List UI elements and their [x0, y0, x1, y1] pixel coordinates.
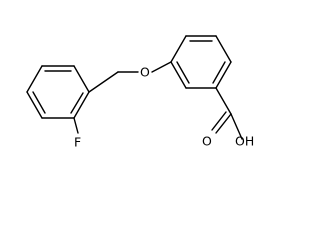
carboxylic-acid-group — [211, 87, 243, 140]
bond-right-ring-6 — [170, 61, 187, 89]
double-bond-left-ring-left — [32, 91, 46, 114]
atom-label-fluorine: F — [74, 135, 81, 150]
fluorophenyl-ring — [26, 65, 90, 119]
atom-label-carbonyl-oxygen: O — [202, 134, 212, 149]
double-bond-left-ring-right — [70, 92, 84, 114]
benzoic-ring — [170, 35, 232, 89]
bond-oxygen-to-ring — [151, 61, 172, 73]
bond-ring-to-ch2 — [88, 71, 119, 93]
bond-carbonyl-inner — [211, 111, 227, 131]
double-bond-right-ring-left — [176, 61, 190, 84]
bond-left-ring-5 — [26, 91, 43, 119]
bond-right-ring-3 — [215, 35, 232, 63]
bond-left-ring-2 — [73, 65, 90, 93]
bond-ring-to-carboxyl-carbon — [215, 87, 232, 115]
bond-carbonyl-outer — [215, 113, 232, 134]
bond-ring-to-fluorine — [73, 117, 79, 134]
bond-carbon-to-hydroxyl — [230, 113, 243, 140]
atom-label-ether-oxygen: O — [140, 65, 150, 80]
bond-right-ring-1 — [170, 35, 187, 63]
bond-right-ring-4 — [215, 61, 232, 89]
chemical-structure: O F O OH — [26, 35, 254, 150]
double-bond-right-ring-right — [212, 61, 226, 84]
methylene-ether-linker — [88, 61, 172, 93]
atom-label-hydroxyl: OH — [235, 134, 254, 149]
bond-left-ring-6 — [26, 65, 43, 93]
bond-left-ring-3 — [73, 91, 90, 119]
